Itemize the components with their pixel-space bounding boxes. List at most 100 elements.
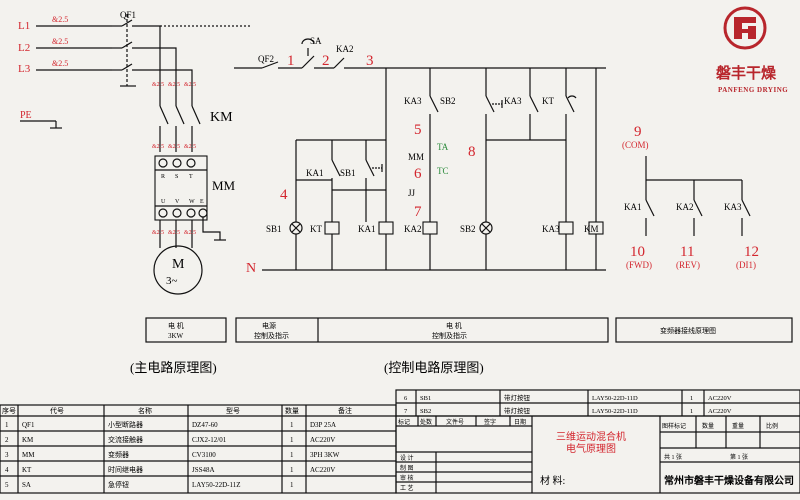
- caption-main: (主电路原理图): [130, 360, 217, 375]
- wire-size-a: &2.5: [152, 82, 164, 88]
- label-sb1-switch: SB1: [340, 168, 356, 178]
- company-name: 常州市磐丰干燥设备有限公司: [664, 474, 794, 487]
- bom-extra-cell-r1-c0: 7: [404, 408, 408, 415]
- bom-cell-r1-c1: KM: [22, 436, 34, 444]
- tb-scale: 比例: [766, 422, 778, 430]
- terminal-v: V: [175, 199, 180, 205]
- tb-stage: 图样标记: [662, 422, 686, 430]
- label-kt-coil: KT: [310, 224, 322, 234]
- column-ka1: KA1: [358, 68, 394, 270]
- bom-cell-r0-c0: 1: [5, 421, 9, 429]
- neutral-line: N: [246, 261, 606, 276]
- bom-cell-r4-c4: 1: [290, 481, 294, 489]
- bar-motor-2: 电 机: [446, 321, 462, 330]
- section-bars: 电 机 3KW 电源 控制及指示 电 机 控制及指示 变频器接线原理图 (主电路…: [130, 317, 793, 375]
- bom-cell-r3-c0: 4: [5, 466, 9, 474]
- wire-size-e: &2.5: [168, 144, 180, 150]
- label-ta: TA: [437, 142, 449, 152]
- bar-motor-power: 3KW: [168, 332, 184, 340]
- bom-header-code: 代号: [50, 406, 64, 415]
- bom-cell-r1-c0: 2: [5, 436, 9, 444]
- bom-extra-cell-r0-c3: LAY50-22D-11D: [592, 395, 638, 402]
- bom-cell-r1-c3: CJX2-12/01: [192, 436, 227, 444]
- column-ka3: KA3 KT KA3: [504, 68, 577, 270]
- bom-cell-r4-c0: 5: [5, 481, 9, 489]
- motor-symbol: M 3~: [153, 245, 203, 295]
- label-sb1-lamp: SB1: [266, 224, 282, 234]
- node-4: 4: [280, 187, 288, 203]
- km-contacts: KM: [159, 80, 233, 152]
- bom-table: 序号 代号 名称 型号 数量 备注: [0, 404, 397, 494]
- terminal-s: S: [175, 174, 178, 180]
- tb-sheets-total: 共 1 张: [664, 453, 682, 461]
- column-sb1-lamp: 4 SB1: [266, 139, 386, 270]
- label-sb2-lamp: SB2: [460, 224, 476, 234]
- tb-mark: 标记: [398, 418, 410, 426]
- label-fwd: (FWD): [626, 260, 652, 270]
- label-di1: (DI1): [736, 260, 756, 270]
- node-3: 3: [366, 53, 374, 69]
- label-com: (COM): [622, 140, 649, 150]
- label-sa: SA: [310, 36, 322, 46]
- bom-cell-r2-c2: 变频器: [108, 450, 129, 459]
- bom-cell-r1-c4: 1: [290, 436, 294, 444]
- terminal-w: W: [189, 199, 195, 205]
- label-tc: TC: [437, 166, 449, 176]
- material-label: 材 料:: [540, 474, 565, 487]
- wire-size-d: &2.5: [152, 144, 164, 150]
- node-8: 8: [468, 144, 476, 160]
- inverter-terminals: 9 (COM) KA1 KA2 KA3 10 (FWD) 11 (REV) 12…: [622, 124, 759, 270]
- node-6: 6: [414, 166, 422, 182]
- node-5: 5: [414, 122, 422, 138]
- bom-cell-r0-c4: 1: [290, 421, 294, 429]
- label-l1: L1: [18, 20, 30, 32]
- bom-cell-r3-c3: JSS48A: [192, 466, 215, 474]
- bar-control-left: 控制及指示: [254, 331, 289, 340]
- wire-size-i: &2.5: [184, 230, 196, 236]
- wire-size-l2: &2.5: [52, 37, 68, 46]
- label-sb2-switch: SB2: [440, 96, 456, 106]
- bom-cell-r0-c1: QF1: [22, 421, 35, 429]
- bom-cell-r4-c2: 急停钮: [108, 480, 129, 489]
- wire-size-h: &2.5: [168, 230, 180, 236]
- node-2: 2: [322, 53, 330, 69]
- label-ka1-coil: KA1: [358, 224, 376, 234]
- label-ka3-coil: KA3: [542, 224, 560, 234]
- label-l3: L3: [18, 63, 31, 75]
- bom-cell-r2-c5: 3PH 3KW: [310, 451, 340, 459]
- bom-cell-r3-c5: AC220V: [310, 466, 335, 474]
- bom-cell-r1-c2: 交流接触器: [108, 435, 143, 444]
- tb-process: 工 艺: [400, 484, 414, 492]
- bom-cell-r0-c2: 小型断路器: [108, 420, 143, 429]
- column-km: KM: [584, 68, 604, 270]
- bom-cell-r4-c1: SA: [22, 481, 31, 489]
- label-ka2-top: KA2: [336, 44, 354, 54]
- label-ka3-switch-b: KA3: [504, 96, 522, 106]
- label-jj: JJ: [408, 188, 416, 198]
- bom-cell-r3-c4: 1: [290, 466, 294, 474]
- bom-extra-cell-r0-c5: AC220V: [708, 395, 732, 402]
- label-qf2: QF2: [258, 54, 274, 64]
- bom-cell-r0-c3: DZ47-60: [192, 421, 218, 429]
- bom-extra-cell-r0-c0: 6: [404, 395, 408, 402]
- wire-size-l1: &2.5: [52, 15, 68, 24]
- tb-draw: 制 图: [400, 464, 414, 472]
- mm-inverter: R S T U V W E MM: [154, 155, 236, 248]
- label-ka1-inv: KA1: [624, 202, 642, 212]
- label-km-coil: KM: [584, 224, 599, 234]
- bom-cell-r3-c1: KT: [22, 466, 32, 474]
- bom-extra-cell-r0-c1: SB1: [420, 395, 431, 402]
- label-ka3-switch: KA3: [404, 96, 422, 106]
- drawing-title-1: 三维运动混合机: [556, 430, 626, 443]
- bom-extra-cell-r1-c5: AC220V: [708, 408, 732, 415]
- label-qf1: QF1: [120, 10, 136, 20]
- bom-cell-r2-c1: MM: [22, 451, 35, 459]
- column-ka2: KA3 5 TA MM 6 TC JJ 7 KA2: [404, 68, 449, 270]
- node-11: 11: [680, 244, 694, 260]
- label-kt-switch: KT: [542, 96, 554, 106]
- tb-sign: 签字: [484, 418, 496, 426]
- drawing-title-2: 电气原理图: [566, 442, 616, 455]
- column-ka1-sb1: KA1 KT SB1: [306, 140, 386, 270]
